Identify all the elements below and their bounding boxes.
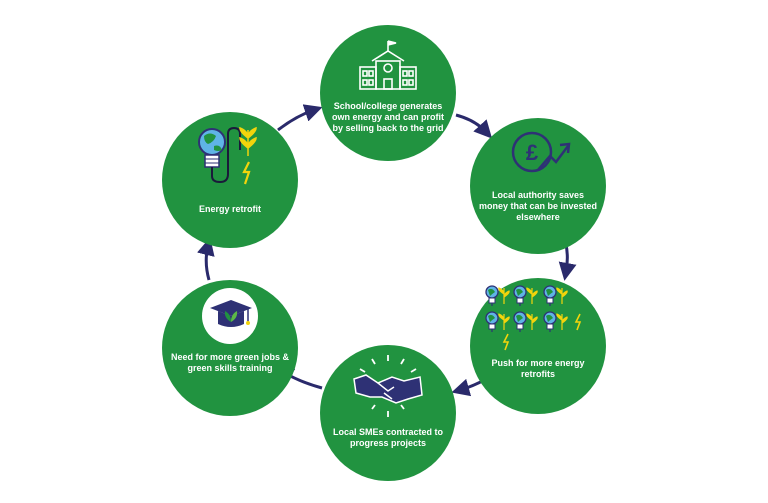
handshake-icon bbox=[353, 355, 423, 417]
bulb-plant-icon bbox=[198, 126, 257, 185]
node-smes-label: Local SMEs contracted to progress projec… bbox=[332, 427, 444, 448]
node-green-skills-label: Need for more green jobs & green skills … bbox=[170, 352, 290, 373]
node-school: School/college generates own energy and … bbox=[320, 25, 456, 161]
node-smes: Local SMEs contracted to progress projec… bbox=[320, 345, 456, 481]
arrow-need-to-retro bbox=[197, 237, 215, 281]
node-green-skills: Need for more green jobs & green skills … bbox=[162, 280, 298, 416]
node-push-retrofits-label: Push for more energy retrofits bbox=[491, 358, 585, 379]
node-local-authority-label: Local authority saves money that can be … bbox=[478, 190, 598, 222]
arrow-retro-to-school bbox=[277, 104, 323, 132]
graduation-cap-icon bbox=[210, 300, 252, 327]
node-energy-retrofit-label: Energy retrofit bbox=[198, 204, 261, 214]
node-school-label: School/college generates own energy and … bbox=[331, 101, 444, 133]
node-local-authority: £ Local authority saves money that can b… bbox=[470, 118, 606, 254]
icon-badge bbox=[202, 288, 258, 344]
multiple-bulbs-icon bbox=[485, 285, 582, 351]
svg-text:£: £ bbox=[526, 140, 539, 165]
node-energy-retrofit: Energy retrofit bbox=[162, 112, 298, 248]
node-push-retrofits: Push for more energy retrofits bbox=[470, 278, 606, 414]
school-building-icon bbox=[359, 40, 417, 90]
arrow-school-to-local bbox=[455, 113, 493, 139]
pound-growth-icon: £ bbox=[511, 131, 571, 173]
